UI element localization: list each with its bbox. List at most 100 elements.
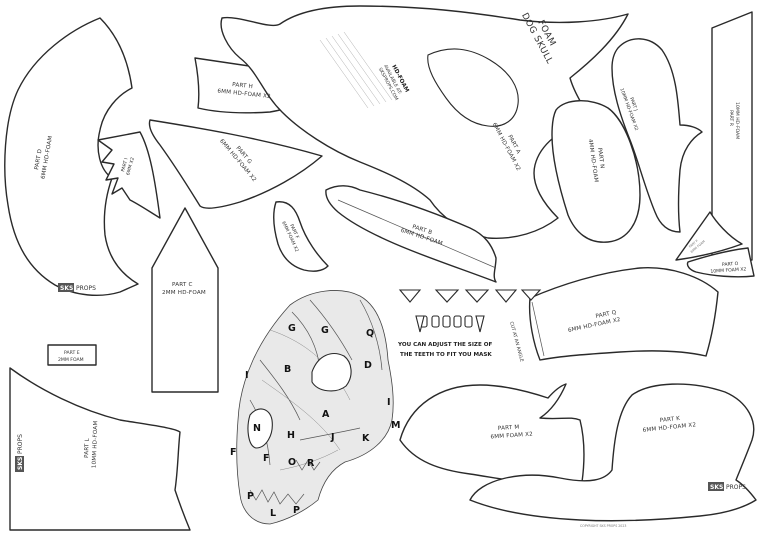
skull-letter: F (230, 447, 237, 458)
skull-letter: P (247, 491, 254, 502)
part-name: PART C (172, 282, 193, 288)
teeth-note-line-1: YOU CAN ADJUST THE SIZE OF (397, 342, 493, 348)
cut-angle-note: CUT AT AN ANGLE (508, 321, 525, 363)
part-c-shape (151, 207, 219, 393)
part-name: PART I (120, 157, 129, 172)
tooth (464, 315, 473, 328)
part-name: PART R (728, 110, 734, 127)
tooth (494, 289, 518, 303)
part-e-label: PART E 2MM FOAM (58, 350, 84, 363)
part-a-shape (220, 5, 629, 240)
skull-letter: R (307, 458, 315, 469)
tooth (520, 289, 542, 301)
part-name: PART E (64, 350, 80, 356)
skull-letter: P (293, 505, 300, 516)
part-material: 10MM HD-FOAM (92, 421, 100, 469)
tooth (434, 289, 460, 303)
logo-rest: PROPS (726, 484, 746, 491)
part-l-label: PART L 10MM HD-FOAM (84, 421, 100, 469)
part-n-shape (551, 100, 641, 243)
tooth (464, 289, 490, 303)
logo-part-d: SKS PROPS (58, 283, 96, 292)
part-b-centerline (337, 199, 497, 269)
skull-letter: K (362, 433, 370, 444)
skull-eye-socket (311, 353, 352, 392)
part-o-shape (686, 247, 755, 278)
part-a-cutout (427, 48, 519, 127)
skull-letter: L (270, 508, 276, 519)
part-k-label: PART K 6MM HD-FOAM X2 (643, 416, 697, 434)
part-material: 2MM FOAM (58, 357, 84, 363)
part-l-shape (9, 367, 191, 531)
part-name: PART Q (595, 310, 617, 320)
part-name: PART O (722, 261, 739, 268)
skull-letter: H (287, 430, 295, 441)
part-i-shape (97, 131, 161, 219)
teeth-top-row (398, 289, 542, 303)
skull-letter: M (391, 420, 400, 431)
copyright-text: COPYRIGHT SKS PROPS 2023 (580, 524, 626, 528)
part-material: 6MM X2 (125, 157, 136, 176)
skull-letter: B (284, 364, 291, 375)
part-q-angle-line (531, 301, 545, 357)
logo-rest: PROPS (17, 434, 24, 454)
skull-illustration (236, 290, 394, 525)
skull-letter: G (321, 325, 329, 336)
logo-part-k: SKS PROPS (708, 482, 746, 491)
logo-mark: SKS (60, 285, 73, 292)
skull-letter: N (253, 423, 261, 434)
part-k-shape (469, 383, 757, 522)
text-block-lines (319, 31, 393, 109)
skull-letters: G G Q I B D I A M N H J K F F O R P L P (230, 323, 400, 519)
part-material: 6MM FOAM X2 (490, 432, 533, 441)
part-name: PART K (660, 416, 681, 424)
part-i-label: PART I 6MM X2 (120, 157, 136, 176)
logo-part-l: SKS PROPS (15, 434, 24, 472)
part-name: PART H (232, 82, 253, 90)
skull-letter: I (387, 397, 391, 408)
skull-letter: Q (366, 328, 374, 339)
part-g-shape (148, 119, 323, 209)
part-r-label: PART R 10MM HD-FOAM (728, 102, 740, 139)
part-material: 6MM HD-FOAM X2 (217, 89, 271, 101)
tooth (431, 315, 440, 328)
cut-angle-text: CUT AT AN ANGLE (508, 321, 525, 363)
logo-mark: SKS (17, 457, 24, 470)
part-e-shape (47, 344, 97, 366)
fang (475, 315, 485, 333)
part-c-label: PART C 2MM HD-FOAM (162, 282, 206, 296)
teeth-small-row (415, 315, 485, 333)
part-b-shape (325, 185, 497, 283)
teeth-note-line-2: THE TEETH TO FIT YOU MASK (400, 352, 492, 358)
teeth-note: YOU CAN ADJUST THE SIZE OF THE TEETH TO … (397, 342, 493, 358)
tooth (398, 289, 422, 303)
part-f-shape (273, 201, 329, 272)
skull-letter: A (322, 409, 330, 420)
part-name: PART M (498, 425, 520, 432)
fang (415, 315, 425, 333)
skull-letter: G (288, 323, 296, 334)
part-name: PART L (84, 437, 91, 458)
part-m-label: PART M 6MM FOAM X2 (490, 425, 533, 441)
tooth (453, 315, 462, 328)
skull-letter: J (330, 432, 335, 443)
part-r-shape (711, 11, 753, 261)
part-material: 6MM HD-FOAM X2 (643, 422, 697, 434)
part-m-shape (399, 383, 585, 485)
part-h-label: PART H 6MM HD-FOAM X2 (217, 82, 271, 101)
tooth (442, 315, 451, 328)
part-material: 10MM FOAM X2 (710, 266, 746, 275)
part-j-shape (611, 38, 703, 233)
part-name: PART N (596, 147, 605, 169)
skull-nasal-opening (247, 408, 273, 449)
skull-letter: I (245, 370, 249, 381)
part-name: PART D (34, 149, 44, 171)
part-name: PART J (628, 97, 638, 112)
logo-rest: PROPS (76, 285, 96, 292)
skull-letter: D (364, 360, 372, 371)
skull-letter: F (263, 453, 270, 464)
logo-mark: SKS (710, 484, 723, 491)
part-material: 10MM HD-FOAM (734, 102, 740, 139)
